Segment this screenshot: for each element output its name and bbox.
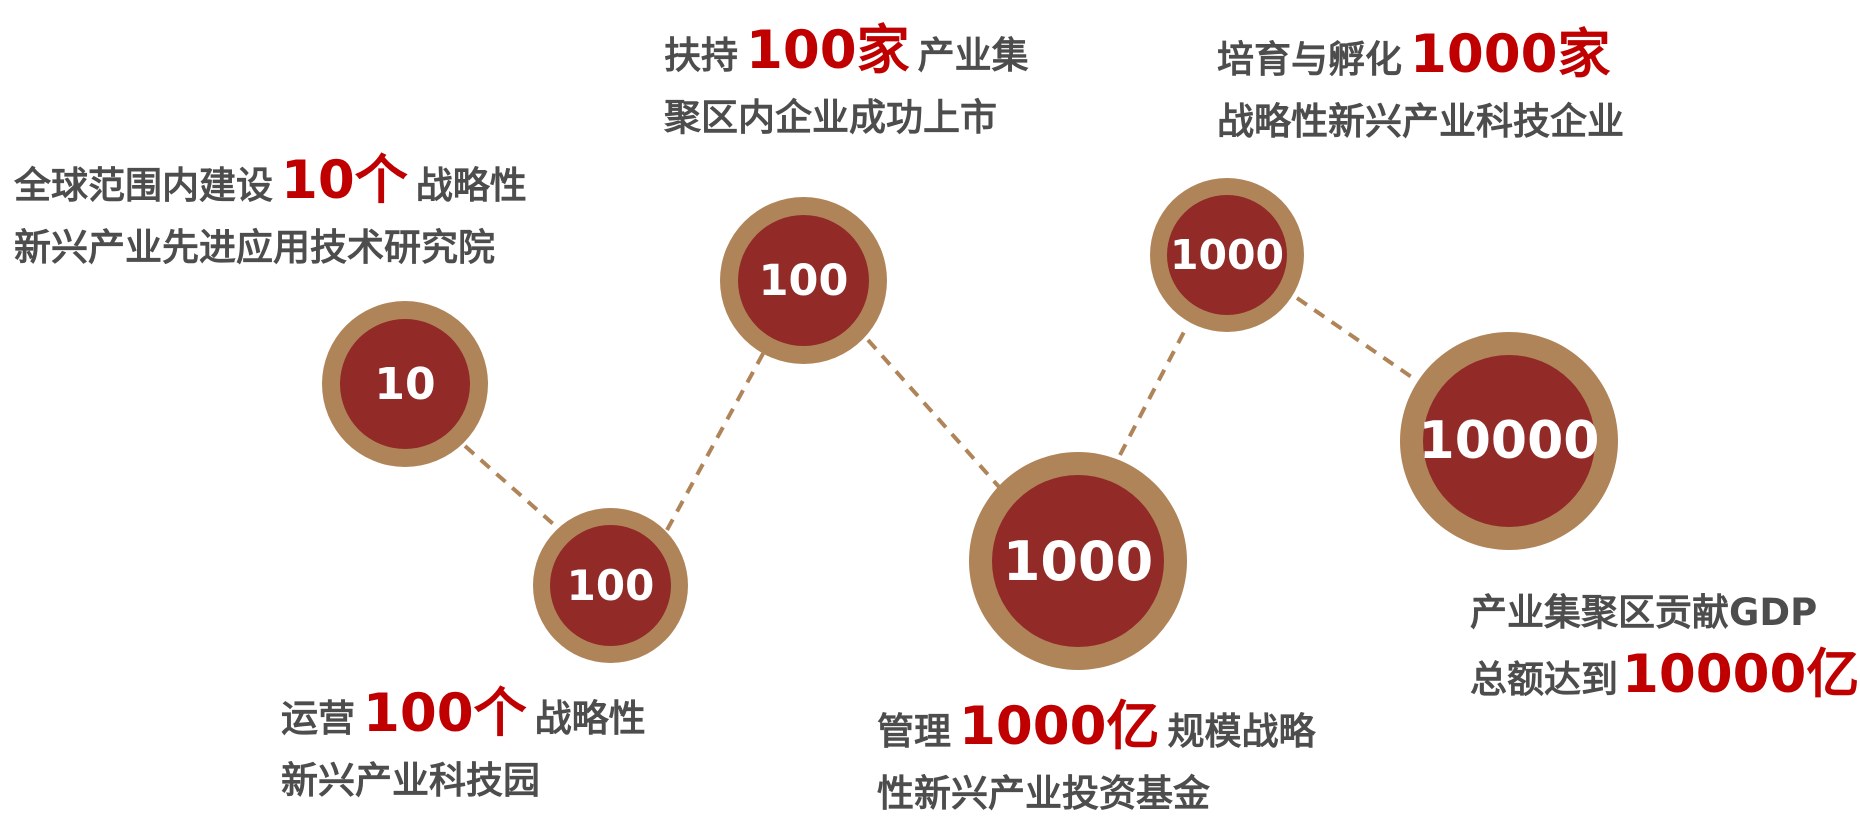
milestone-caption-6: 产业集聚区贡献GDP 总额达到10000亿 [1470,582,1859,711]
milestone-node-1-label: 10 [374,358,436,410]
caption-2-highlight: 100个 [363,683,527,744]
caption-1-pre: 全球范围内建设 [14,164,273,207]
caption-6-line2: 总额达到10000亿 [1470,644,1859,711]
caption-2-line2: 新兴产业科技园 [281,759,540,802]
caption-4-highlight: 1000亿 [959,696,1160,757]
milestone-node-4-core: 1000 [992,475,1164,647]
caption-3-highlight: 100家 [746,20,910,81]
caption-4-pre: 管理 [877,710,951,753]
milestone-node-3: 100 [720,197,887,364]
caption-2-post: 战略性 [534,697,646,740]
connector-5-6 [1295,296,1415,380]
caption-2-pre: 运营 [281,697,355,740]
milestone-node-5: 1000 [1150,178,1304,332]
caption-3-pre: 扶持 [664,34,738,77]
connector-3-4 [866,338,1002,490]
caption-4-line2: 性新兴产业投资基金 [877,772,1210,815]
milestone-node-1: 10 [322,301,488,467]
caption-5-pre: 培育与孵化 [1217,38,1402,81]
connector-2-3 [665,349,767,531]
milestone-node-6-core: 10000 [1419,355,1599,527]
caption-5-line2: 战略性新兴产业科技企业 [1217,100,1624,143]
connector-1-2 [463,444,562,532]
milestone-node-3-label: 100 [758,255,849,306]
milestone-node-2: 100 [533,508,688,663]
milestone-node-6-label: 10000 [1418,411,1600,471]
milestone-node-5-core: 1000 [1167,195,1287,315]
caption-3-line2: 聚区内企业成功上市 [664,96,997,139]
caption-1-highlight: 10个 [281,150,408,211]
connector-4-5 [1118,329,1187,456]
milestone-node-3-core: 100 [738,215,869,346]
caption-4-post: 规模战略 [1167,710,1316,753]
milestone-node-6: 10000 [1400,332,1618,550]
caption-6-line2-pre: 总额达到 [1470,658,1618,701]
caption-3-post: 产业集 [917,34,1029,77]
caption-1-line2: 新兴产业先进应用技术研究院 [14,226,495,269]
milestone-node-4: 1000 [969,452,1187,670]
milestone-node-4-label: 1000 [1002,529,1154,593]
milestone-node-2-label: 100 [566,561,655,610]
caption-6-line1: 产业集聚区贡献GDP [1470,591,1818,634]
milestone-node-2-core: 100 [550,525,671,646]
caption-1-post: 战略性 [415,164,527,207]
caption-6-highlight: 10000亿 [1622,644,1860,705]
milestone-node-1-core: 10 [340,319,470,449]
milestone-node-5-label: 1000 [1169,231,1285,279]
caption-5-highlight: 1000家 [1410,24,1611,85]
